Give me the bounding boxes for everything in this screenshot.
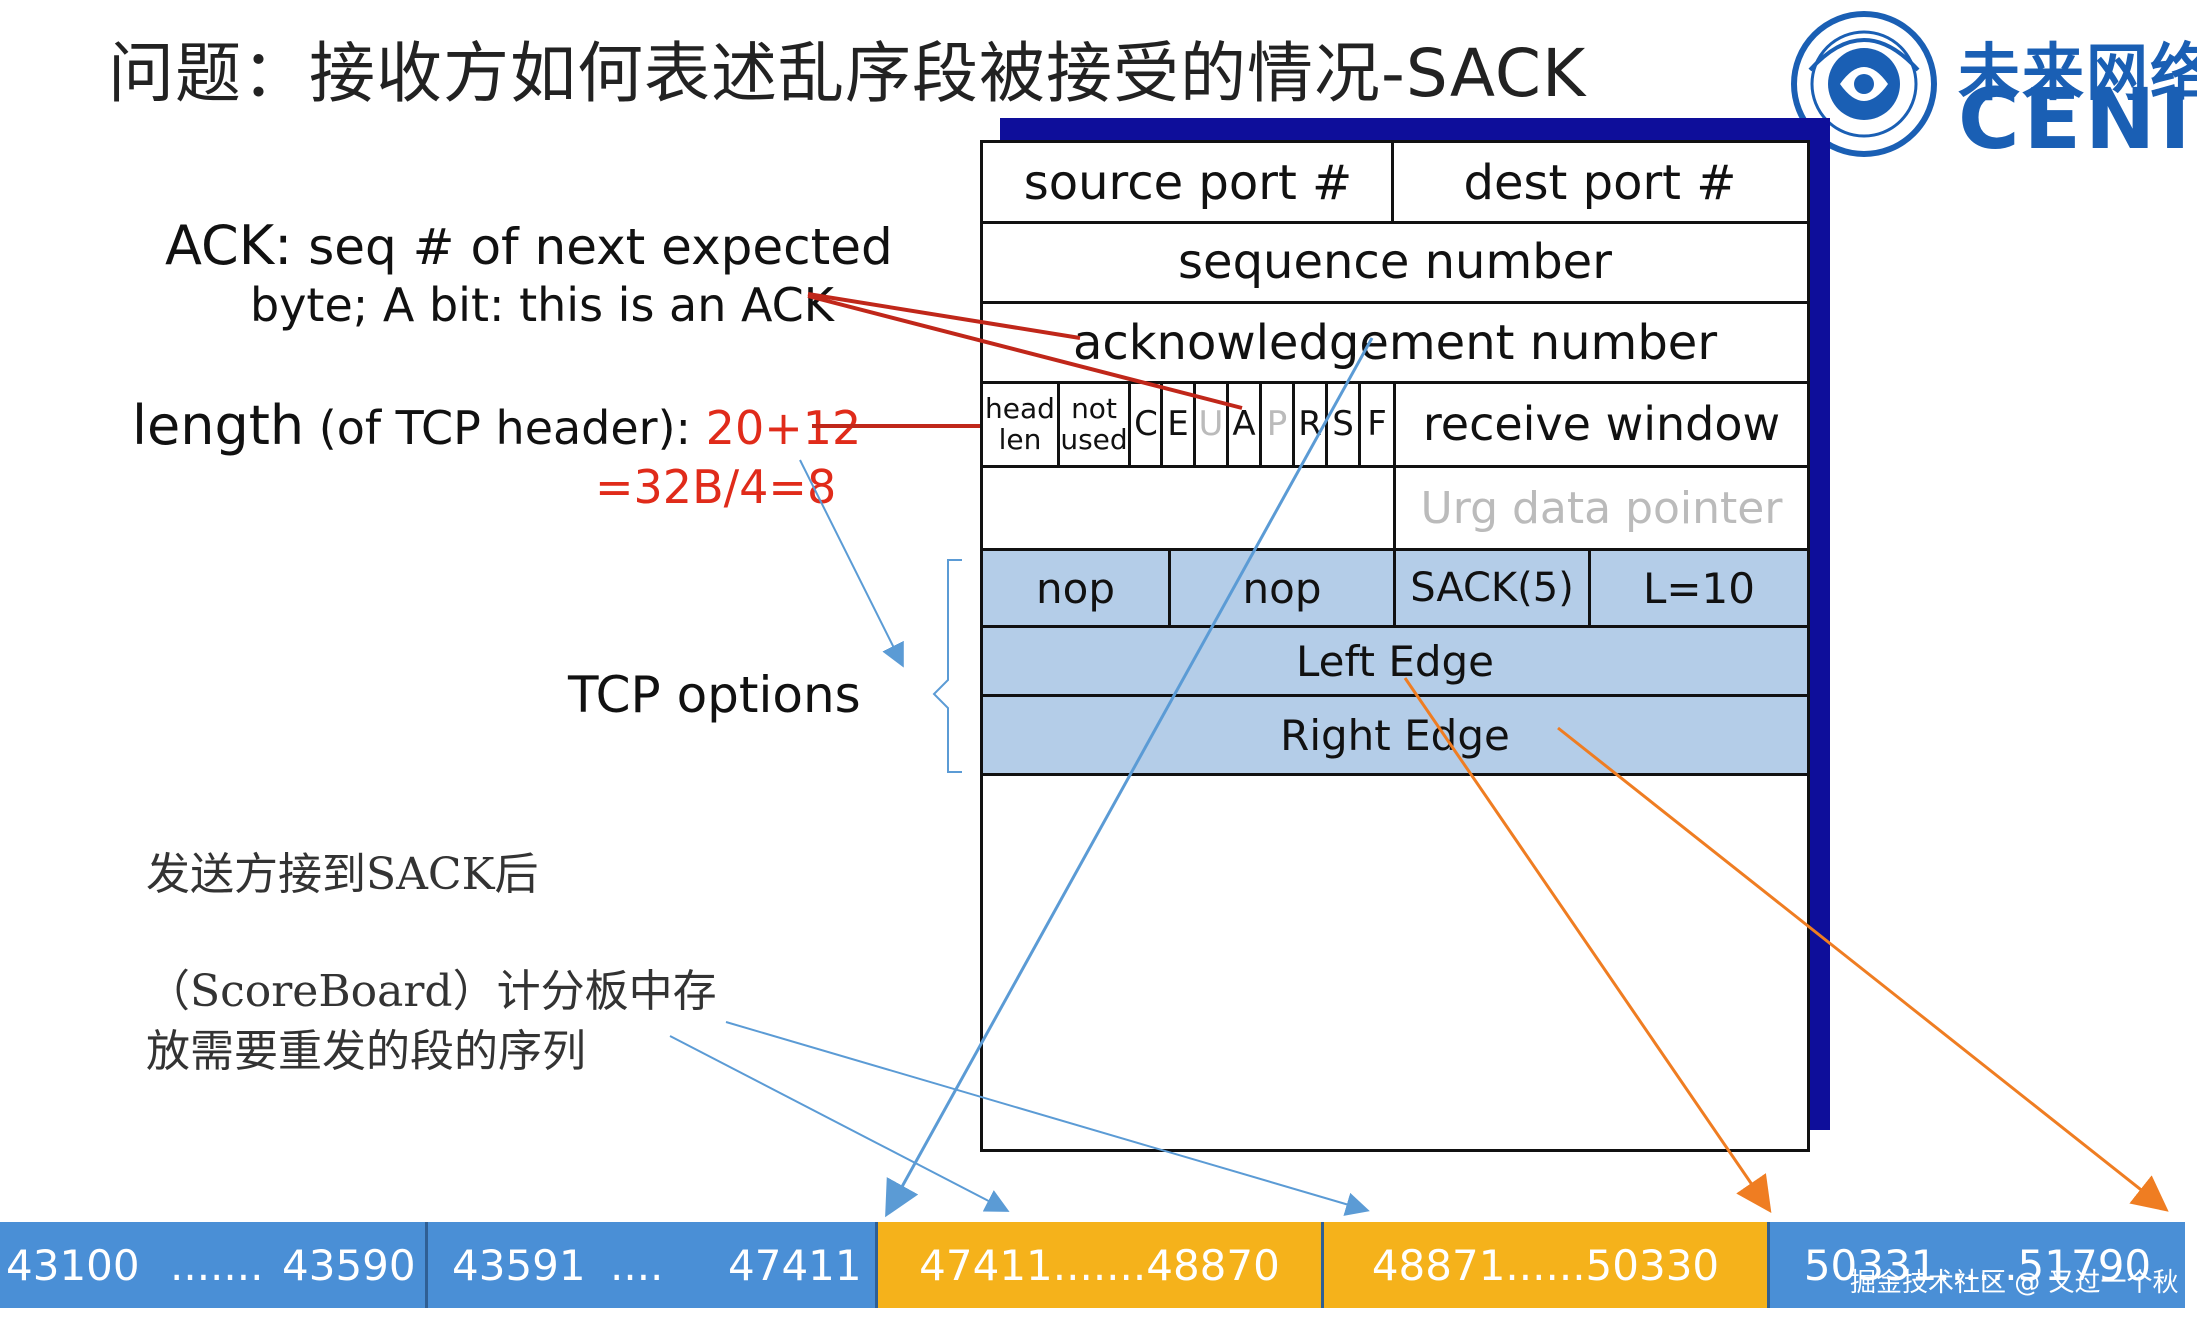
row1-line <box>983 221 1807 224</box>
a-bit-pointer-line <box>807 294 1243 410</box>
option-line <box>983 773 1807 776</box>
seg2-end: 47411 <box>728 1240 862 1290</box>
flag-s: S <box>1332 404 1354 444</box>
length-keyword: length <box>132 394 305 457</box>
watermark: 掘金技术社区 @ 又过一个秋 <box>1850 1268 2179 1298</box>
sender-note-line2: （ScoreBoard）计分板中存 <box>146 966 717 1017</box>
strip-segment-2: 43591 .... 47411 <box>428 1222 878 1308</box>
options-pointer-arrow <box>799 459 904 668</box>
option-divider <box>1168 551 1171 625</box>
strip-segment-3: 47411.......48870 <box>878 1222 1324 1308</box>
not-used-cell: not used <box>1060 383 1128 465</box>
right-edge-arrow <box>1557 726 2169 1212</box>
flag-divider <box>1057 383 1060 465</box>
ack-pointer-line <box>807 292 1081 340</box>
row1-divider <box>1391 143 1394 223</box>
seg1-start: 43100 <box>6 1240 140 1290</box>
flag-c: C <box>1134 404 1158 444</box>
left-edge-arrow <box>1403 677 1772 1213</box>
page-title: 问题：接收方如何表述乱序段被接受的情况-SACK <box>108 20 1586 116</box>
option-divider <box>1588 551 1591 625</box>
flag-e: E <box>1167 404 1189 444</box>
tcp-options-label: TCP options <box>568 666 861 724</box>
option-sack: SACK(5) <box>1396 551 1588 625</box>
ceni-logo-icon <box>1791 11 1937 157</box>
seg1-end: 43590 <box>282 1240 416 1290</box>
ack-annotation-line1: ACK: seq # of next expected <box>165 214 893 277</box>
head-len-cell: head len <box>983 383 1057 465</box>
ack-keyword: ACK: <box>165 214 293 277</box>
not-used-line2: used <box>1060 423 1128 456</box>
flag-divider <box>1193 383 1196 465</box>
flag-divider <box>1358 383 1361 465</box>
flag-divider <box>1259 383 1262 465</box>
receive-window-cell: receive window <box>1422 397 1781 451</box>
ack-annotation-line2: byte; A bit: this is an ACK <box>250 278 834 332</box>
flag-a: A <box>1232 404 1256 444</box>
not-used-line1: not <box>1071 392 1117 425</box>
urg-pointer-cell: Urg data pointer <box>1420 482 1783 534</box>
flag-f: F <box>1367 404 1387 444</box>
option-line <box>983 625 1807 628</box>
row4-line <box>983 465 1807 468</box>
length-colon: : <box>675 401 706 455</box>
ack-text1: seq # of next expected <box>292 218 893 276</box>
flag-r: R <box>1298 404 1322 444</box>
flag-p: P <box>1266 404 1288 444</box>
option-right-edge: Right Edge <box>983 697 1807 773</box>
length-value2: =32B/4=8 <box>595 460 837 514</box>
row3-line <box>983 381 1807 384</box>
option-divider <box>1393 551 1396 625</box>
dest-port-cell: dest port # <box>1463 155 1737 211</box>
source-port-cell: source port # <box>1023 155 1353 211</box>
tcp-header-box: source port # dest port # sequence numbe… <box>980 140 1810 1152</box>
title-cn: 问题：接收方如何表述乱序段被接受的情况 <box>108 35 1381 112</box>
option-line <box>983 694 1807 697</box>
length-annotation: length (of TCP header): 20+12 <box>132 394 861 457</box>
sender-note-line3: 放需要重发的段的序列 <box>146 1026 586 1077</box>
row2-line <box>983 301 1807 304</box>
sender-note-line1: 发送方接到SACK后 <box>146 849 539 900</box>
scoreboard-arrow-1 <box>669 1035 1010 1212</box>
option-nop-1: nop <box>983 551 1168 625</box>
flag-divider <box>1128 383 1131 465</box>
row5-line <box>983 548 1807 551</box>
length-paren: (of TCP header) <box>304 401 676 455</box>
strip-segment-1: 43100 ....... 43590 <box>0 1222 428 1308</box>
option-length: L=10 <box>1591 551 1807 625</box>
sequence-number-cell: sequence number <box>1178 234 1612 290</box>
ack-to-strip-arrow <box>885 337 1374 1218</box>
option-nop-2: nop <box>1171 551 1393 625</box>
seg2-start: 43591 <box>452 1240 586 1290</box>
option-left-edge: Left Edge <box>983 628 1807 694</box>
logo-en-text: CENI- <box>1958 70 2197 168</box>
ack-number-cell: acknowledgement number <box>1072 315 1718 371</box>
flag-divider <box>1160 383 1163 465</box>
title-en: -SACK <box>1381 35 1587 112</box>
flag-u: U <box>1198 404 1224 444</box>
strip-segment-5: 50331......51790 <box>1770 1222 2185 1308</box>
logo-cn-text: 未来网络 <box>1958 36 2197 109</box>
head-len-line2: len <box>998 423 1042 456</box>
strip-segment-4: 48871......50330 <box>1324 1222 1770 1308</box>
seg1-dots: ....... <box>170 1240 264 1290</box>
scoreboard-arrow-2 <box>725 1021 1370 1216</box>
flag-divider <box>1226 383 1229 465</box>
flag-divider <box>1292 383 1295 465</box>
options-brace <box>932 559 962 773</box>
sequence-strip: 43100 ....... 43590 43591 .... 47411 474… <box>0 1222 2185 1308</box>
seg2-dots: .... <box>610 1240 664 1290</box>
flag-divider <box>1325 383 1328 465</box>
head-len-line1: head <box>985 392 1055 425</box>
